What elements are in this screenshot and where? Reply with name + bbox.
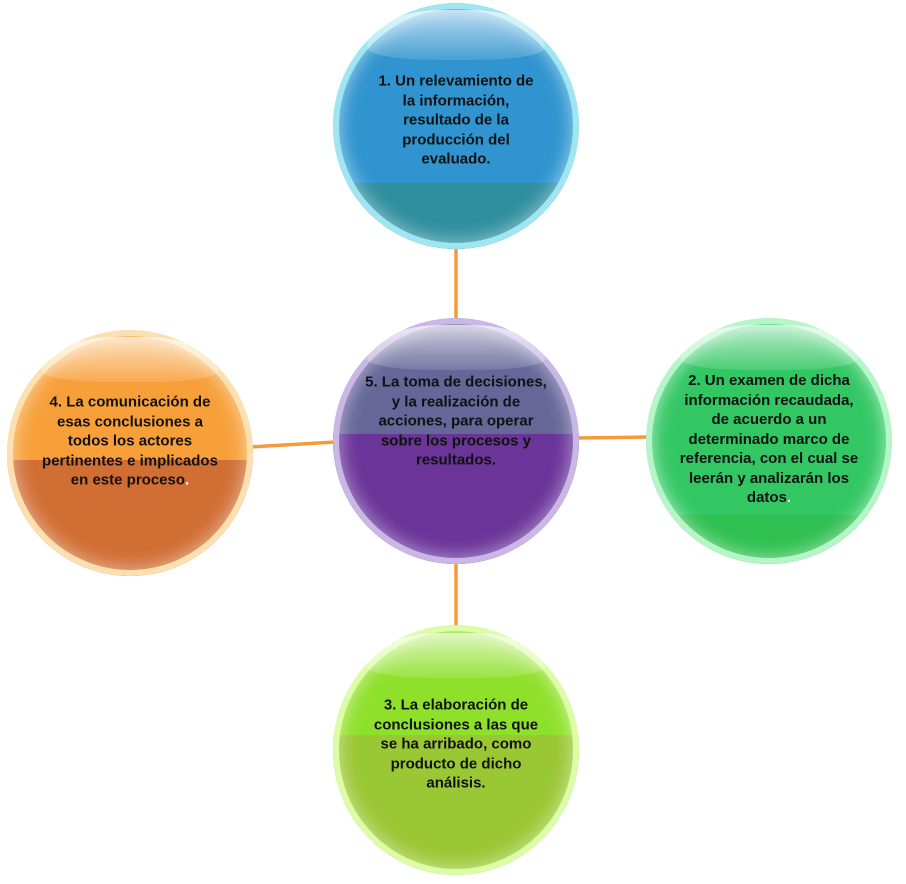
- step-4-gloss: [41, 337, 219, 382]
- step-4-lower-band: [7, 460, 253, 576]
- step-3-gloss: [367, 632, 545, 678]
- step-2-gloss: [680, 325, 858, 370]
- step-1-lower-band: [333, 182, 579, 249]
- connector-center-right: [574, 435, 652, 440]
- step-2-lower-band: [646, 514, 892, 564]
- step-1-gloss: [367, 10, 545, 60]
- step-5-gloss: [367, 325, 545, 370]
- step-5-label: 5. La toma de decisiones, y la realizaci…: [365, 373, 547, 469]
- step-3-label: 3. La elaboración de conclusiones a las …: [373, 696, 539, 792]
- step-1-node: 1. Un relevamiento de la información, re…: [333, 3, 579, 249]
- step-3-lower-band: [333, 735, 579, 875]
- step-5-node: 5. La toma de decisiones, y la realizaci…: [333, 318, 579, 564]
- step-5-lower-band: [333, 433, 579, 564]
- step-3-node: 3. La elaboración de conclusiones a las …: [333, 625, 579, 875]
- step-2-label: 2. Un examen de dicha información recaud…: [679, 371, 859, 506]
- step-4-label: 4. La comunicación de esas conclusiones …: [42, 393, 218, 489]
- step-1-label: 1. Un relevamiento de la información, re…: [378, 72, 534, 168]
- connector-center-left: [248, 440, 338, 449]
- step-4-node: 4. La comunicación de esas conclusiones …: [7, 330, 253, 576]
- step-2-node: 2. Un examen de dicha información recaud…: [646, 318, 892, 564]
